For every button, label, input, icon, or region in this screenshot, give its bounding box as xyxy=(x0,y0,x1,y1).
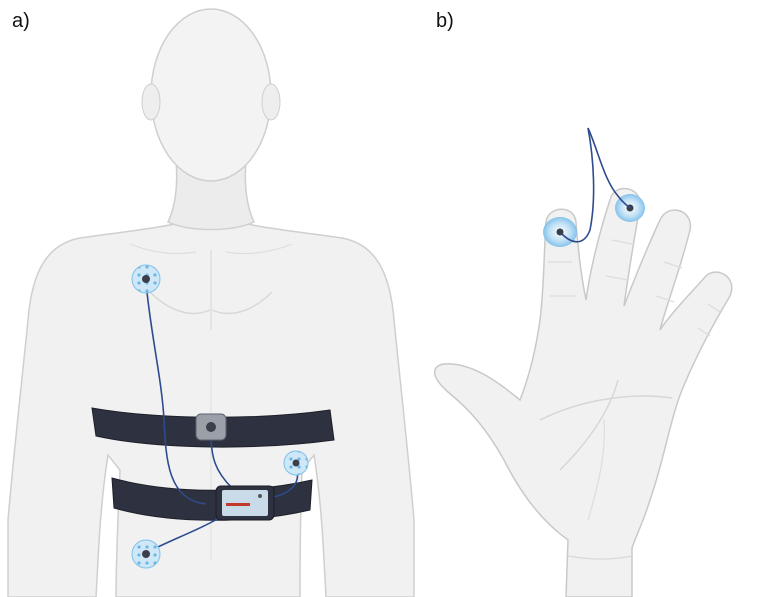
finger-electrode-index xyxy=(543,217,577,247)
right-ear xyxy=(262,84,280,120)
ecg-electrode-right xyxy=(284,451,308,475)
chest-strap-upper xyxy=(92,408,334,447)
ecg-electrode-upper xyxy=(132,265,160,293)
ecg-electrode-lower xyxy=(132,540,160,568)
hand-figure xyxy=(435,189,732,597)
hand-outline xyxy=(435,189,732,597)
head xyxy=(151,9,271,181)
recording-device xyxy=(216,486,274,520)
left-ear xyxy=(142,84,160,120)
